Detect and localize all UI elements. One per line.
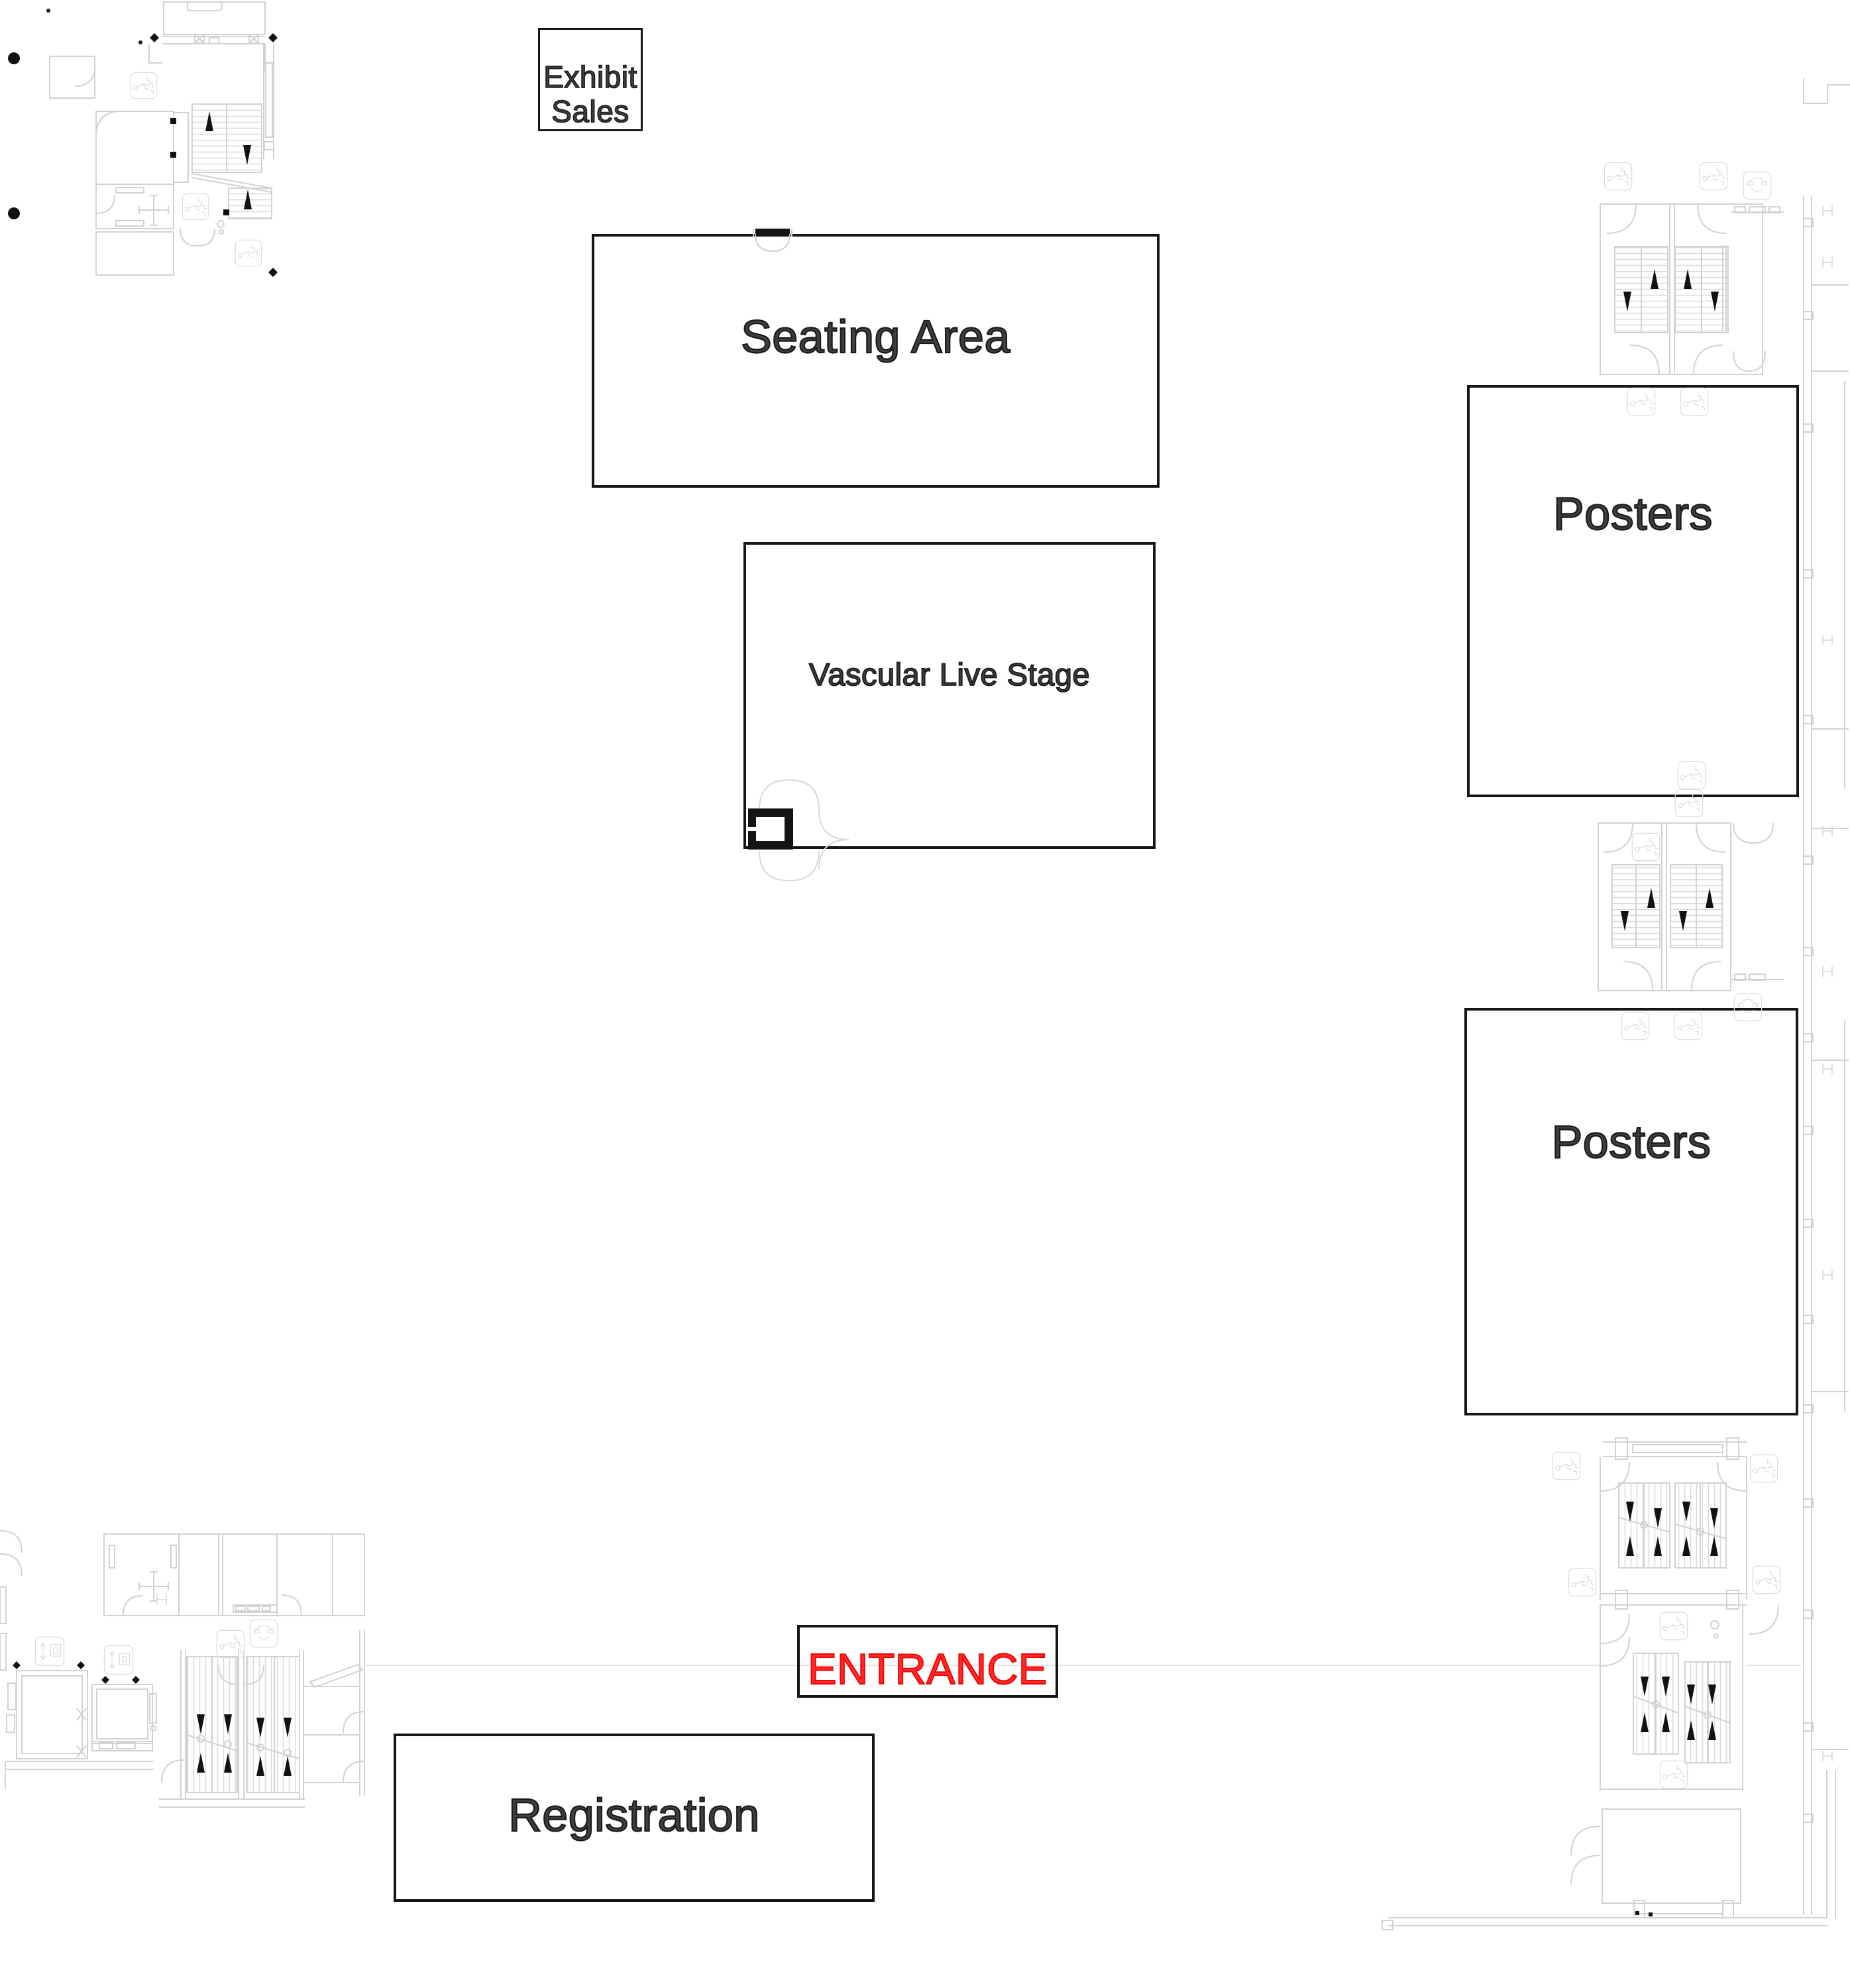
entrance-label: ENTRANCE (807, 1645, 1048, 1694)
room-label-posters-upper: Posters (1552, 487, 1714, 539)
plan-dot (8, 207, 20, 219)
plan-dot (8, 52, 20, 64)
room-label-posters-lower: Posters (1551, 1115, 1712, 1168)
room-registration: Registration (394, 1734, 875, 1902)
room-seating-area: Seating Area (592, 234, 1160, 488)
room-posters-lower: Posters (1464, 1008, 1798, 1415)
room-label-exhibit-sales: Exhibit Sales (543, 59, 637, 129)
room-vascular-live-stage: Vascular Live Stage (743, 542, 1156, 849)
room-entrance: ENTRANCE (797, 1625, 1058, 1698)
room-label-seating-area: Seating Area (740, 310, 1011, 362)
room-label-registration: Registration (508, 1789, 760, 1841)
room-label-vascular-live-stage: Vascular Live Stage (808, 656, 1091, 692)
room-exhibit-sales: Exhibit Sales (538, 28, 643, 131)
room-posters-upper: Posters (1467, 385, 1799, 797)
